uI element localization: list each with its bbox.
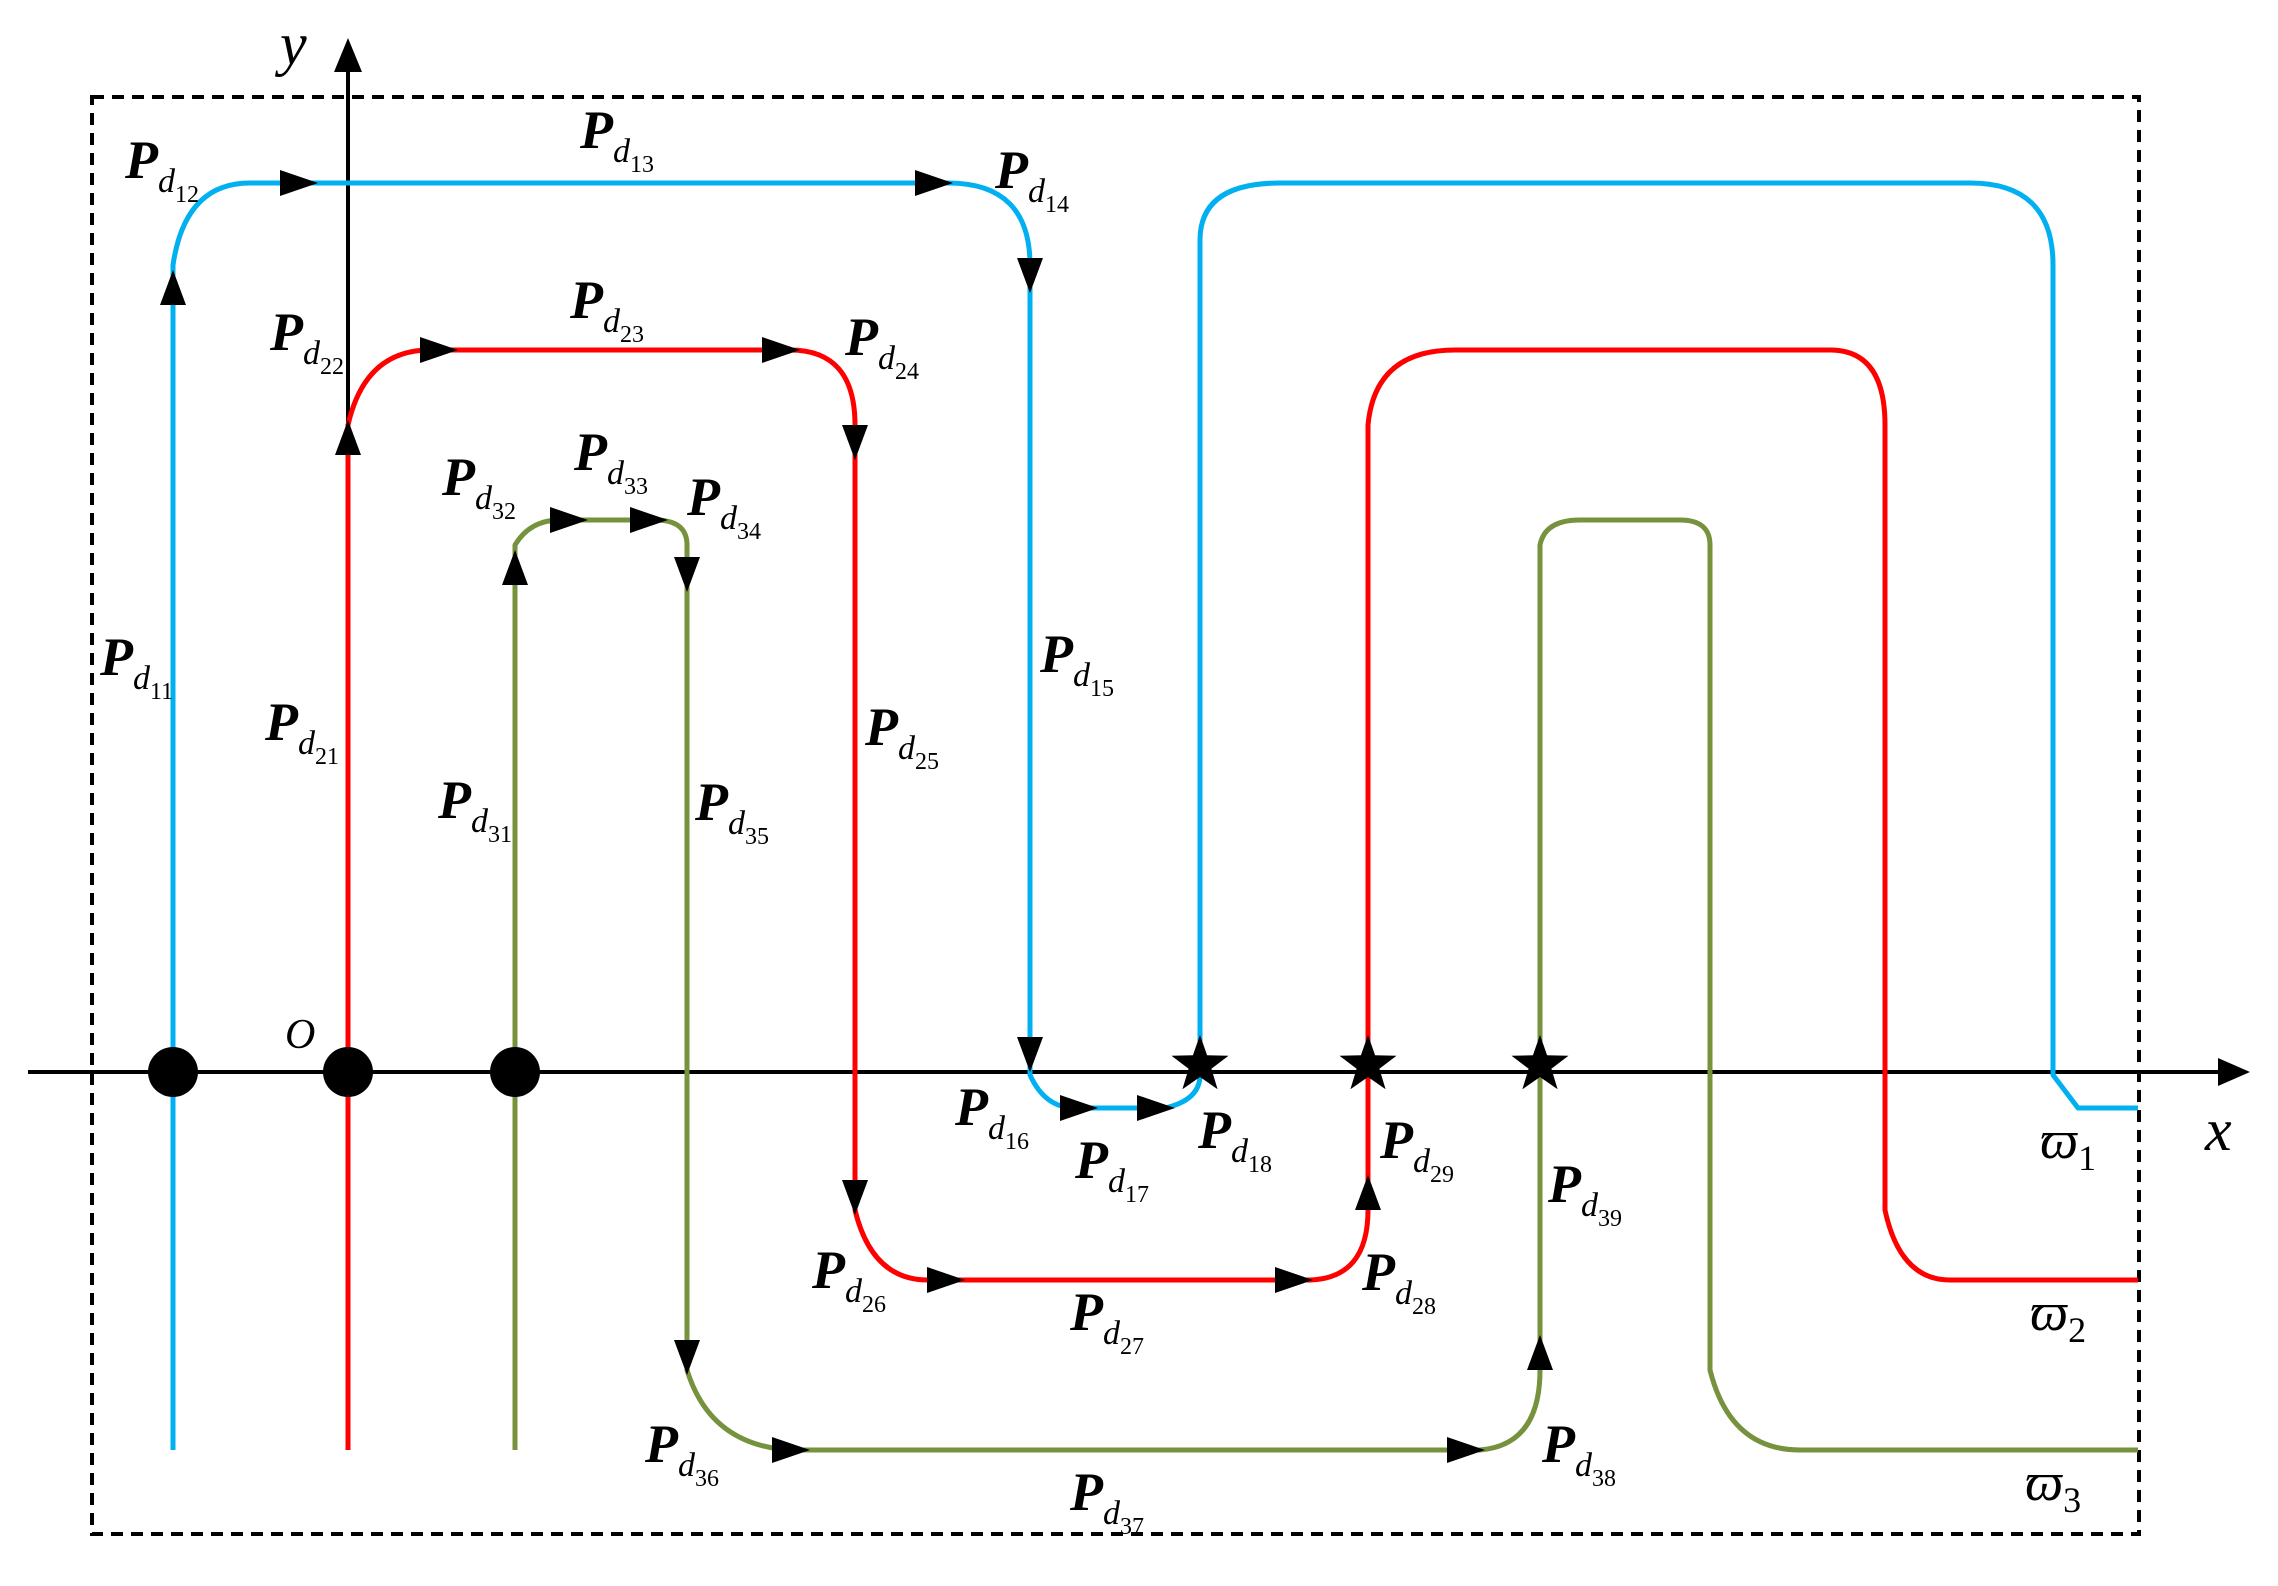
arrow-right-icon <box>1275 1267 1313 1293</box>
label-p-d24: Pd24 <box>844 307 919 385</box>
label-p-d37: Pd37 <box>1069 1462 1144 1540</box>
label-p-d11: Pd11 <box>99 627 173 705</box>
x-axis-label: x <box>2204 1097 2232 1163</box>
omega-label-1: ϖ1 <box>2040 1110 2096 1178</box>
label-p-d23: Pd23 <box>569 270 644 348</box>
path-omega-3 <box>512 517 2138 1453</box>
omega-label-2: ϖ2 <box>2030 1282 2086 1350</box>
label-p-d38: Pd38 <box>1541 1414 1616 1492</box>
arrow-down-icon <box>1017 258 1043 293</box>
end-star-2 <box>1339 1035 1397 1090</box>
label-p-d14: Pd14 <box>994 140 1069 218</box>
label-p-d21: Pd21 <box>264 692 339 770</box>
label-p-d34: Pd34 <box>686 467 761 545</box>
label-p-d18: Pd18 <box>1197 1100 1272 1178</box>
label-p-d39: Pd39 <box>1547 1154 1622 1232</box>
arrow-right-icon <box>420 337 458 363</box>
label-p-d33: Pd33 <box>573 422 648 500</box>
arrow-right-icon <box>1447 1437 1485 1463</box>
label-p-d29: Pd29 <box>1379 1110 1454 1188</box>
arrow-right-icon <box>630 507 668 533</box>
arrow-right-icon <box>915 170 953 196</box>
end-stars <box>1171 1035 1569 1090</box>
arrow-up-icon <box>502 550 528 585</box>
arrow-down-icon <box>1017 1037 1043 1072</box>
label-p-d36: Pd36 <box>644 1414 719 1492</box>
curve-labels: ϖ1 ϖ2 ϖ3 <box>2025 1110 2096 1520</box>
arrow-down-icon <box>674 557 700 592</box>
label-p-d22: Pd22 <box>269 302 344 380</box>
x-axis-arrowhead <box>2218 1058 2250 1086</box>
label-p-d28: Pd28 <box>1361 1242 1436 1320</box>
label-p-d16: Pd16 <box>954 1077 1029 1155</box>
workspace-boundary <box>90 95 2141 1536</box>
label-p-d25: Pd25 <box>864 697 939 775</box>
label-p-d27: Pd27 <box>1069 1282 1144 1360</box>
arrow-right-icon <box>550 507 588 533</box>
label-p-d17: Pd17 <box>1074 1130 1149 1208</box>
label-p-d13: Pd13 <box>579 100 654 178</box>
start-point-2 <box>323 1047 373 1097</box>
arrow-down-icon <box>674 1340 700 1375</box>
arrow-right-icon <box>1137 1095 1175 1121</box>
end-star-3 <box>1511 1035 1569 1090</box>
arrow-right-icon <box>1060 1095 1098 1121</box>
arrow-right-icon <box>927 1267 965 1293</box>
label-p-d31: Pd31 <box>437 770 512 848</box>
arrow-up-icon <box>160 270 186 305</box>
direction-arrows <box>160 170 1553 1463</box>
y-axis-arrowhead <box>334 38 362 72</box>
label-p-d12: Pd12 <box>124 130 199 208</box>
arrow-up-icon <box>1527 1335 1553 1370</box>
label-p-d32: Pd32 <box>441 447 516 525</box>
arrow-up-icon <box>1355 1175 1381 1210</box>
arrow-down-icon <box>842 1180 868 1215</box>
arrow-right-icon <box>762 337 800 363</box>
arrow-right-icon <box>280 170 318 196</box>
start-point-1 <box>148 1047 198 1097</box>
label-p-d35: Pd35 <box>694 772 769 850</box>
arrow-up-icon <box>335 420 361 455</box>
arrow-down-icon <box>842 425 868 460</box>
label-p-d15: Pd15 <box>1039 624 1114 702</box>
y-axis-label: y <box>274 11 307 77</box>
label-p-d26: Pd26 <box>811 1240 886 1318</box>
origin-label: O <box>285 1012 315 1058</box>
end-star-1 <box>1171 1035 1229 1090</box>
arrow-right-icon <box>772 1437 810 1463</box>
start-point-3 <box>490 1047 540 1097</box>
path-omega-2 <box>345 347 2138 1450</box>
omega-label-3: ϖ3 <box>2025 1452 2081 1520</box>
